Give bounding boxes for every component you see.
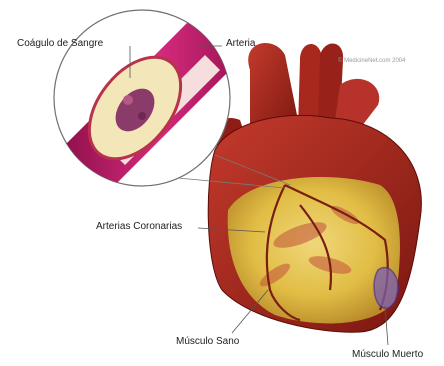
label-dead-muscle: Músculo Muerto [352,349,423,360]
dead-muscle-region [374,268,398,309]
label-blood-clot: Coágulo de Sangre [17,38,103,49]
label-artery: Arteria [226,38,255,49]
label-coronary-arteries: Arterias Coronarias [96,221,182,232]
label-healthy-muscle: Músculo Sano [176,336,239,347]
copyright-credit: © MedicineNet.com 2004 [338,58,405,64]
